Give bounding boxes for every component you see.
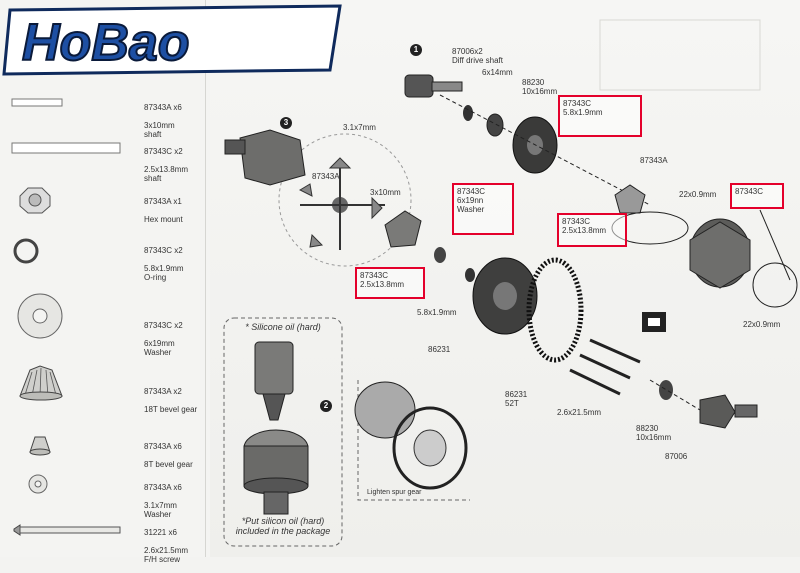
highlight-box-shaft-mid: 87343C 2.5x13.8mm (557, 213, 627, 247)
part-code: 87343A x6 (144, 103, 182, 112)
bevel-gear-mid (384, 184, 646, 248)
part-entry-2: 87343A x1 Hex mount (144, 188, 183, 233)
lighten-spur-gear-panel (354, 380, 470, 501)
label-bearing-88230-bottom: 88230 10x16mm (636, 424, 672, 442)
part-code: 87343A x1 (144, 197, 182, 206)
part-entry-3: 87343C x2 5.8x1.9mm O-ring (144, 237, 184, 291)
part-desc: 6x19mm Washer (144, 339, 175, 357)
step-number-3: 3 (280, 117, 292, 129)
hobao-logo-mark: HoBao (2, 4, 342, 76)
diff-drive-shaft-top (404, 74, 651, 206)
part-code: 87343A x6 (144, 483, 182, 492)
label-case-87343a: 87343A (640, 156, 668, 165)
part-thumb-18t-bevel-gear (19, 365, 63, 401)
label-spur-86231-52t: 86231 52T (505, 390, 528, 408)
part-entry-7: 87343A x6 3.1x7mm Washer (144, 474, 182, 528)
part-thumb-washer-3-1x7 (28, 474, 48, 494)
part-desc: 8T bevel gear (144, 460, 193, 469)
label-silicone-oil-top: * Silicone oil (hard) (245, 322, 321, 332)
part-code: 31221 x6 (144, 528, 177, 537)
part-desc: Hex mount (144, 215, 183, 224)
part-thumb-o-ring (13, 238, 39, 264)
label-ring-6x14: 6x14mm (482, 68, 513, 77)
part-thumb-fh-screw (13, 524, 121, 536)
part-entry-4: 87343C x2 6x19mm Washer (144, 312, 183, 366)
label-outdrive-87006: 87006 (665, 452, 688, 461)
parts-list-column (0, 0, 210, 557)
hobao-logo: HoBao (0, 0, 345, 78)
label-gear-86231: 86231 (428, 345, 451, 354)
highlight-box-oring: 87343C 5.8x1.9mm (558, 95, 642, 137)
part-thumb-8t-bevel-gear (29, 436, 51, 456)
part-code: 87343C x2 (144, 147, 183, 156)
step-number-2: 2 (320, 400, 332, 412)
label-oring-22x0-9-top: 22x0.9mm (679, 190, 717, 199)
part-desc: 3x10mm shaft (144, 121, 175, 139)
part-entry-5: 87343A x2 18T bevel gear (144, 378, 197, 423)
label-silicone-oil-bottom: *Put silicon oil (hard) included in the … (235, 516, 331, 536)
label-bearing-88230-top: 88230 10x16mm (522, 78, 558, 96)
exploded-diagram (11, 19, 798, 547)
column-divider (205, 0, 206, 557)
part-entry-1: 87343C x2 2.5x13.8mm shaft (144, 138, 188, 192)
label-hub-87343a: 87343A (312, 172, 340, 181)
part-desc: 2.6x21.5mm F/H screw (144, 546, 189, 564)
highlight-box-case-right: 87343C (730, 183, 784, 209)
part-thumb-washer-6x19 (17, 293, 63, 339)
step-number-1: 1 (410, 44, 422, 56)
part-code: 87343C x2 (144, 246, 183, 255)
diff-case-center (434, 247, 641, 396)
part-thumb-shaft-3x10 (11, 98, 63, 107)
label-oring-22x0-9-bottom: 22x0.9mm (743, 320, 781, 329)
diff-case-left (224, 129, 306, 186)
part-desc: 2.5x13.8mm shaft (144, 165, 189, 183)
part-code: 87343A x6 (144, 442, 182, 451)
highlight-box-washer: 87343C 6x19nn Washer (452, 183, 514, 235)
part-entry-6: 87343A x6 8T bevel gear (144, 433, 193, 478)
label-lighten-spur-gear: Lighten spur gear (367, 489, 422, 496)
outdrive-bottom (649, 379, 758, 429)
label-screw-2-6x21-5: 2.6x21.5mm (557, 408, 602, 417)
part-code: 87343A x2 (144, 387, 182, 396)
part-entry-8: 31221 x6 2.6x21.5mm F/H screw (144, 519, 188, 573)
label-washer-3-1x7: 3.1x7mm (343, 123, 376, 132)
internals-plate (278, 133, 412, 267)
part-thumb-shaft-2-5x13-8 (11, 142, 121, 154)
part-code: 87343C x2 (144, 321, 183, 330)
part-desc: 3.1x7mm Washer (144, 501, 177, 519)
diff-case-right (611, 209, 798, 308)
logo-wordmark: HoBao (22, 14, 190, 72)
silicone-oil-panel (223, 317, 343, 547)
part-thumb-hex-mount (19, 187, 51, 214)
part-desc: 5.8x1.9mm O-ring (144, 264, 184, 282)
label-oring-5-8x1-9: 5.8x1.9mm (417, 308, 457, 317)
part-desc: 18T bevel gear (144, 405, 198, 414)
part-entry-0: 87343A x6 3x10mm shaft (144, 94, 182, 148)
highlight-box-shaft-left: 87343C 2.5x13.8mm (355, 267, 425, 299)
label-diff-drive-shaft: 87006x2 Diff drive shaft (452, 47, 503, 65)
screw-hand-icon (642, 312, 666, 332)
label-shaft-3x10: 3x10mm (370, 188, 401, 197)
